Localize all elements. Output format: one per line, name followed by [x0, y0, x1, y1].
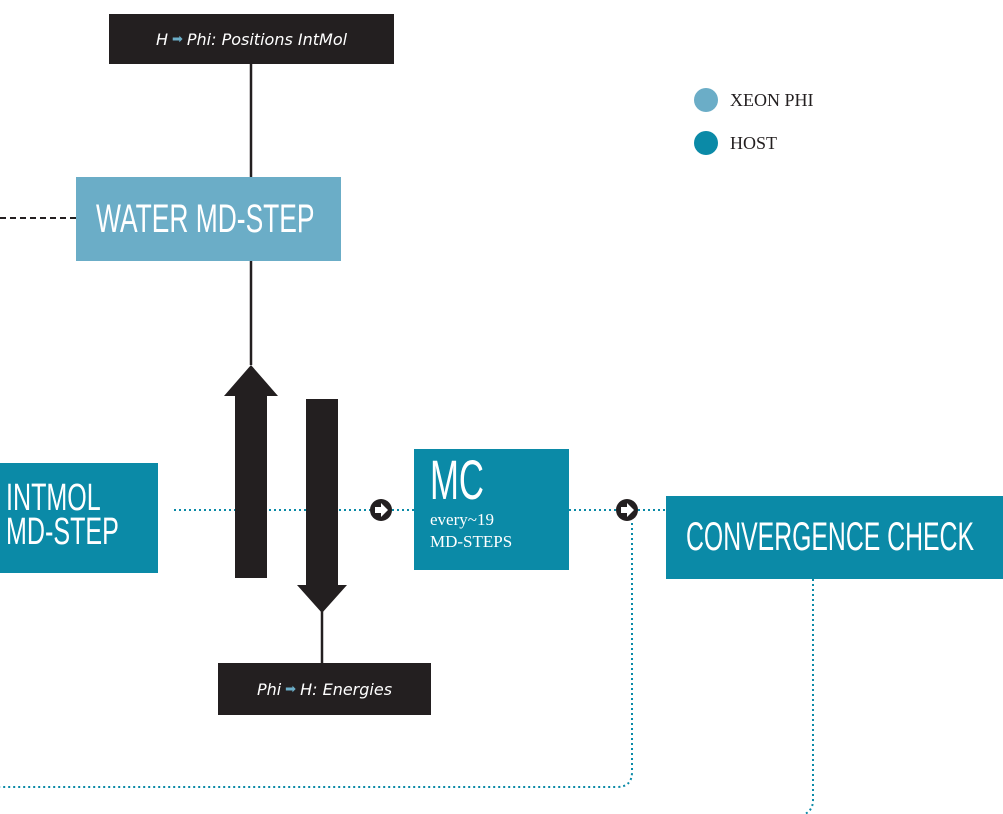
dotted-convergence-down-path — [804, 579, 814, 814]
arrow-right-icon: ➡ — [171, 31, 183, 47]
transfer-from: Phi — [256, 679, 282, 699]
transfer-label-energies: Phi ➡ H: Energies — [218, 663, 431, 715]
legend-host: HOST — [694, 131, 777, 155]
water-md-step-label: WATER MD-STEP — [96, 196, 315, 241]
transfer-from: H — [155, 29, 168, 49]
legend-host-label: HOST — [730, 132, 778, 153]
up-arrow-icon — [224, 365, 278, 578]
intmol-label-line1: INTMOL — [6, 477, 101, 519]
host-dot-icon — [694, 131, 718, 155]
intmol-md-step-box: INTMOL MD-STEP — [0, 463, 158, 573]
mc-box: MC every~19 MD-STEPS — [414, 449, 569, 570]
legend-xeon-phi: XEON PHI — [694, 88, 814, 112]
circle-arrow-icon — [370, 499, 392, 521]
dotted-loop-back-path — [0, 523, 633, 788]
convergence-check-label: CONVERGENCE CHECK — [686, 515, 974, 559]
intmol-label-line2: MD-STEP — [6, 511, 119, 553]
water-md-step-box: WATER MD-STEP — [76, 177, 341, 261]
transfer-to: Phi: Positions IntMol — [186, 29, 348, 49]
down-arrow-icon — [297, 399, 347, 613]
transfer-to: H: Energies — [300, 679, 393, 699]
xeon-phi-dot-icon — [694, 88, 718, 112]
legend-xeon-phi-label: XEON PHI — [730, 89, 814, 110]
convergence-check-box: CONVERGENCE CHECK — [666, 496, 1003, 579]
mc-subtitle-line1: every~19 — [430, 510, 494, 529]
mc-subtitle-line2: MD-STEPS — [430, 532, 513, 551]
arrow-right-icon: ➡ — [285, 681, 297, 697]
mc-title: MC — [430, 448, 484, 511]
transfer-label-positions: H ➡ Phi: Positions IntMol — [109, 14, 394, 64]
circle-arrow-icon — [616, 499, 638, 521]
